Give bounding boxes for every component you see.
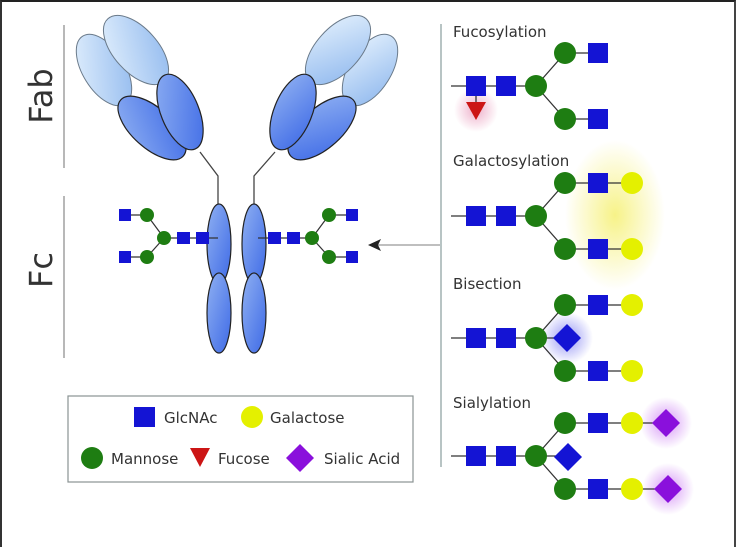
glcnac-icon: [119, 209, 131, 221]
galactose-icon: [621, 238, 643, 260]
glcnac-icon: [496, 206, 516, 226]
mannose-icon: [554, 412, 576, 434]
panel-title-sialylation: Sialylation: [453, 394, 531, 412]
mannose-icon: [525, 445, 547, 467]
mannose-icon: [525, 327, 547, 349]
mannose-icon: [554, 478, 576, 500]
glcnac-icon: [177, 232, 190, 244]
panel-title-galactosylation: Galactosylation: [453, 152, 569, 170]
glcnac-icon: [588, 361, 608, 381]
legend-box: [67, 395, 414, 483]
mannose-icon: [157, 231, 171, 245]
fc-glycan-left: [119, 208, 218, 264]
right-ch2-domain: [241, 203, 267, 285]
mannose-icon: [554, 294, 576, 316]
glcnac-icon: [119, 251, 131, 263]
right-ch3-domain: [241, 272, 267, 354]
sialic-acid-icon: [654, 475, 682, 503]
glcnac-icon: [466, 446, 486, 466]
legend-sialic-acid-icon: [286, 444, 314, 472]
left-fab-heavy-chain-inner: [156, 73, 204, 151]
fucose-icon: [466, 102, 486, 120]
legend-label-glcnac: GlcNAc: [164, 409, 218, 427]
glycan-bisection: [451, 294, 643, 382]
arrow-head-icon: [368, 239, 381, 251]
mannose-icon: [140, 208, 154, 222]
glycan-sialylation: [451, 397, 694, 515]
mannose-icon: [554, 360, 576, 382]
mannose-icon: [322, 208, 336, 222]
glcnac-icon: [346, 209, 358, 221]
legend-label-sialic-acid: Sialic Acid: [324, 450, 400, 468]
glcnac-icon: [588, 295, 608, 315]
legend-fucose-icon: [190, 448, 210, 467]
glcnac-icon: [496, 76, 516, 96]
legend-label-mannose: Mannose: [111, 450, 178, 468]
mannose-icon: [554, 108, 576, 130]
mannose-icon: [305, 231, 319, 245]
glcnac-icon: [588, 413, 608, 433]
mannose-icon: [554, 42, 576, 64]
left-hinge: [199, 151, 219, 205]
mannose-icon: [140, 250, 154, 264]
bisecting-glcnac-icon: [553, 324, 581, 352]
glcnac-icon: [588, 43, 608, 63]
antibody: [75, 14, 399, 354]
fc-glycan-right: [258, 208, 358, 264]
glcnac-icon: [496, 328, 516, 348]
glcnac-icon: [346, 251, 358, 263]
legend-mannose-icon: [81, 447, 103, 469]
glcnac-icon: [588, 239, 608, 259]
legend-label-fucose: Fucose: [218, 450, 270, 468]
right-fab-heavy-chain-inner: [269, 73, 317, 151]
galactose-icon: [621, 172, 643, 194]
glcnac-icon: [588, 479, 608, 499]
mannose-icon: [554, 238, 576, 260]
legend-label-galactose: Galactose: [270, 409, 345, 427]
galactose-icon: [621, 478, 643, 500]
glcnac-icon: [466, 76, 486, 96]
glycan-fucosylation: [451, 42, 608, 132]
left-ch3-domain: [206, 272, 232, 354]
sialic-acid-icon: [652, 409, 680, 437]
glycan-galactosylation: [451, 140, 665, 290]
galactose-icon: [621, 294, 643, 316]
fc-label: Fc: [22, 252, 60, 288]
panel-title-fucosylation: Fucosylation: [453, 23, 547, 41]
glcnac-icon: [466, 206, 486, 226]
glcnac-icon: [588, 173, 608, 193]
legend-glcnac-icon: [134, 407, 155, 427]
legend-galactose-icon: [241, 406, 263, 428]
mannose-icon: [322, 250, 336, 264]
mannose-icon: [554, 172, 576, 194]
glcnac-icon: [287, 232, 300, 244]
mannose-icon: [525, 75, 547, 97]
mannose-icon: [525, 205, 547, 227]
glcnac-icon: [196, 232, 209, 244]
glcnac-icon: [268, 232, 281, 244]
left-ch2-domain: [206, 203, 232, 285]
legend: GlcNAc Galactose Mannose Fucose Sialic A…: [67, 395, 414, 483]
galactose-icon: [621, 360, 643, 382]
panel-title-bisection: Bisection: [453, 275, 521, 293]
fab-label: Fab: [22, 68, 60, 123]
bisecting-glcnac-icon: [554, 443, 582, 471]
glcnac-icon: [496, 446, 516, 466]
glcnac-icon: [588, 109, 608, 129]
galactose-icon: [621, 412, 643, 434]
right-hinge: [253, 151, 276, 205]
glcnac-icon: [466, 328, 486, 348]
